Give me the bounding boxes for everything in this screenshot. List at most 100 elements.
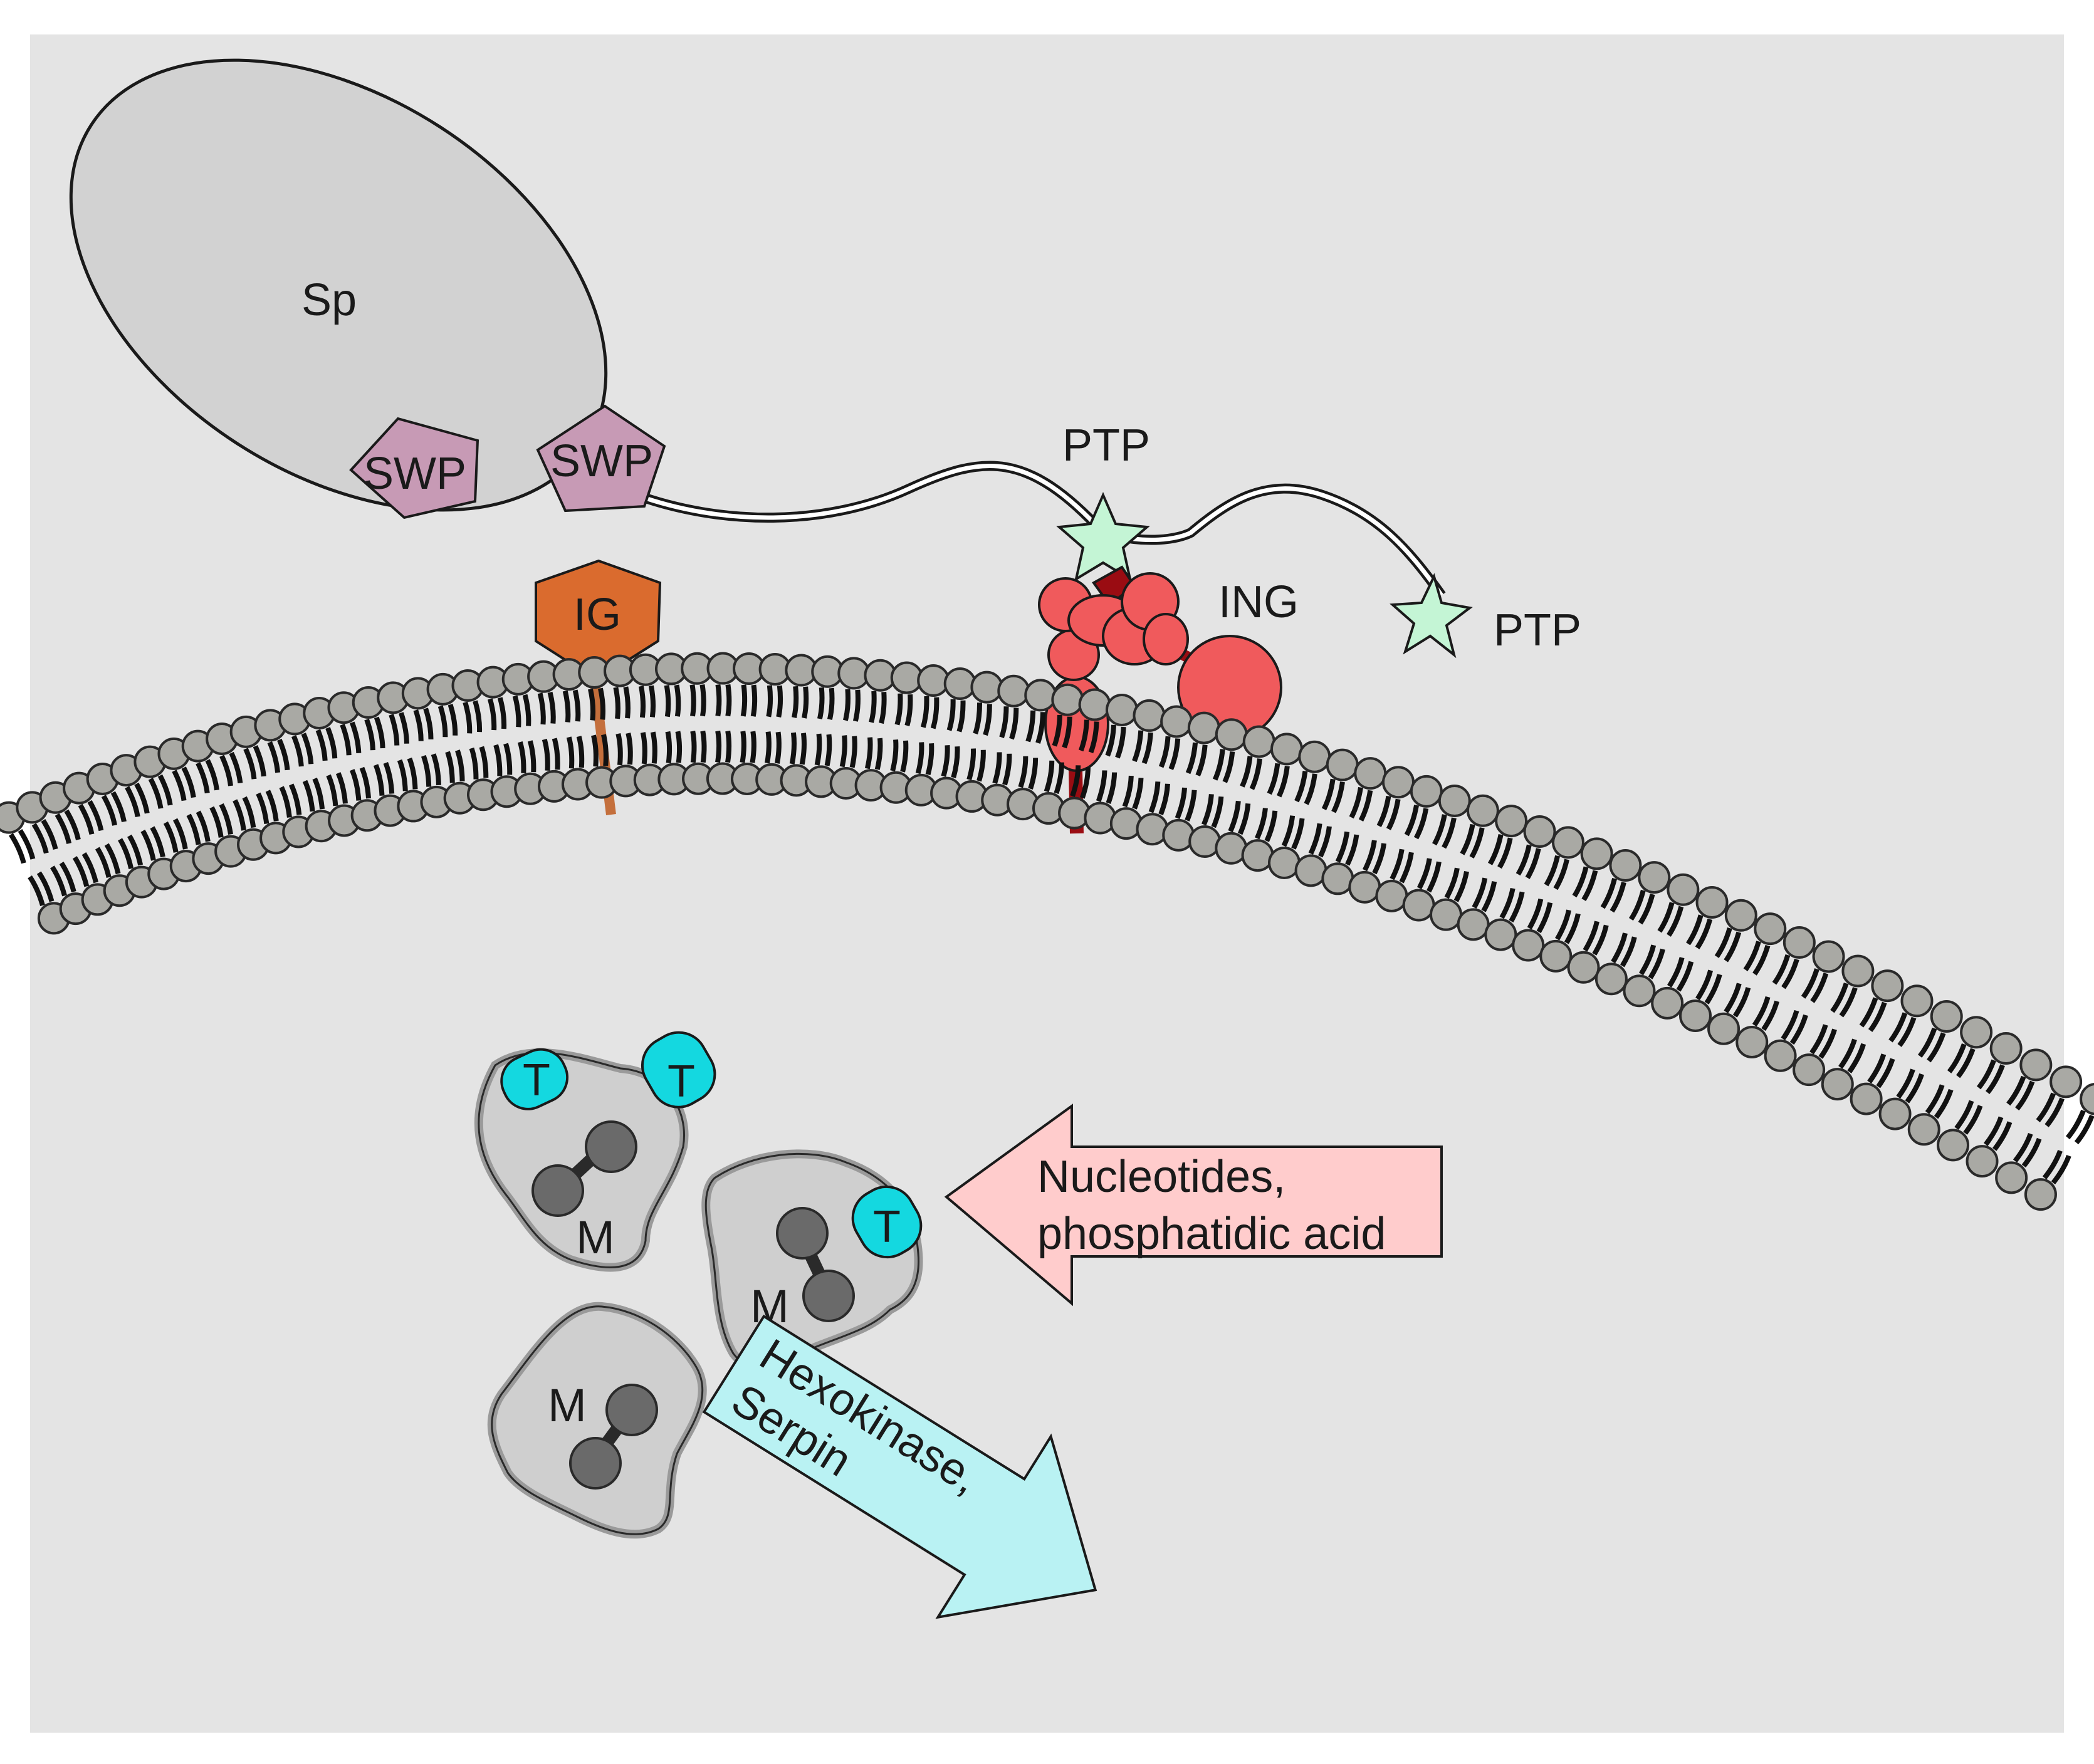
lipid-tail bbox=[1399, 852, 1414, 884]
lipid-tail bbox=[1667, 905, 1684, 937]
lipid-tail bbox=[335, 772, 348, 804]
lipid-head bbox=[1567, 951, 1600, 984]
lipid-head bbox=[1160, 705, 1193, 738]
lipid-tail bbox=[95, 847, 112, 878]
lipid-head bbox=[1930, 999, 1963, 1033]
lipid-tail bbox=[291, 735, 304, 767]
star-icon bbox=[1056, 491, 1150, 582]
lipid-tail bbox=[1695, 918, 1713, 949]
lipid-tail bbox=[31, 823, 49, 854]
lipid-tail bbox=[1240, 756, 1253, 788]
lipid-tail bbox=[1497, 837, 1513, 869]
lipid-tail bbox=[1453, 870, 1469, 902]
lipid-head bbox=[890, 661, 923, 694]
lipid-head bbox=[1466, 794, 1499, 827]
lipid-tail bbox=[78, 803, 95, 835]
lipid-tail bbox=[2044, 1097, 2065, 1127]
lipid-tail bbox=[674, 684, 681, 717]
lipid-tail bbox=[288, 783, 302, 815]
lipid-tail bbox=[1249, 758, 1262, 790]
lipid-head bbox=[1105, 693, 1138, 726]
lipid-tail bbox=[1331, 781, 1345, 813]
lipid-tail bbox=[1404, 805, 1419, 837]
lipid-tail bbox=[205, 759, 219, 791]
lipid-tail bbox=[350, 721, 362, 754]
lipid-tail bbox=[81, 852, 98, 884]
lipid-head bbox=[1268, 846, 1301, 879]
lipid-head bbox=[1215, 718, 1248, 751]
pentagon-icon bbox=[349, 417, 479, 519]
lipid-tail bbox=[9, 833, 26, 864]
lipid-tail bbox=[827, 687, 835, 720]
m-dot bbox=[531, 1164, 584, 1217]
lipid-tail bbox=[725, 684, 732, 717]
lipid-tail bbox=[148, 778, 164, 809]
t-label: T bbox=[523, 1055, 550, 1105]
m-dot bbox=[585, 1120, 637, 1173]
lipid-tail bbox=[941, 745, 950, 777]
lipid-tail bbox=[1318, 826, 1332, 858]
lipid-tail bbox=[839, 735, 847, 768]
lipid-tail bbox=[1789, 1014, 1808, 1045]
vesicle-1: T T M bbox=[474, 1031, 716, 1272]
lipid-tail bbox=[104, 843, 121, 875]
lipid-tail bbox=[1416, 858, 1432, 890]
lipid-tail bbox=[55, 813, 72, 844]
lipid-tail bbox=[172, 818, 188, 850]
lipid-tail bbox=[1963, 1105, 1983, 1135]
lipid-tail bbox=[127, 834, 144, 866]
lipid-tail bbox=[2021, 1137, 2042, 1168]
lipid-tail bbox=[946, 699, 956, 731]
lipid-tail bbox=[615, 733, 623, 766]
lipid-tail bbox=[639, 686, 646, 718]
lipid-tail bbox=[1469, 827, 1485, 859]
lipid-tail bbox=[879, 692, 887, 724]
lipid-tail bbox=[2036, 1092, 2056, 1123]
lipid-tail bbox=[36, 871, 55, 902]
lipid-tail bbox=[1801, 968, 1819, 999]
lipid-tail bbox=[817, 687, 825, 720]
lipid-head bbox=[1754, 912, 1787, 946]
lipid-tail bbox=[1321, 778, 1336, 810]
lipid-head bbox=[1187, 711, 1220, 744]
lipid-tail bbox=[890, 739, 899, 772]
inbound-arrow: Nucleotides, phosphatidic acid bbox=[944, 1104, 1443, 1307]
lipid-tail bbox=[1838, 1038, 1857, 1069]
lipid-head bbox=[1321, 862, 1354, 895]
lipid-head bbox=[1410, 775, 1443, 808]
lipid-head bbox=[1242, 725, 1275, 758]
lipid-tail bbox=[209, 806, 224, 838]
lipid-tail bbox=[1106, 772, 1118, 804]
lipid-tail bbox=[1704, 974, 1722, 1005]
lipid-head bbox=[1812, 940, 1845, 973]
lipid-tail bbox=[1525, 848, 1541, 879]
lipid-tail bbox=[1025, 710, 1036, 743]
lipid-tail bbox=[1088, 721, 1099, 754]
lipid-head bbox=[1298, 740, 1331, 773]
lipid-tail bbox=[664, 684, 671, 718]
lipid-head bbox=[1871, 969, 1904, 1003]
lipid-tail bbox=[1555, 909, 1571, 941]
lipid-tail bbox=[397, 759, 408, 791]
lipid-tail bbox=[1308, 823, 1322, 855]
lipid-tail bbox=[1002, 753, 1012, 786]
lipid-tail bbox=[423, 707, 434, 739]
lipid-tail bbox=[1201, 794, 1214, 826]
m-label: M bbox=[576, 1211, 615, 1263]
lipid-tail bbox=[1772, 954, 1791, 985]
lipid-head bbox=[1348, 870, 1381, 904]
lipid-tail bbox=[1918, 1027, 1937, 1058]
lipid-tail bbox=[172, 770, 187, 801]
lipid-head bbox=[1512, 929, 1545, 962]
lipid-head bbox=[2080, 1083, 2094, 1115]
lipid-tail bbox=[41, 819, 58, 850]
lipid-head bbox=[1539, 939, 1573, 973]
lipid-head bbox=[1764, 1039, 1797, 1072]
lipid-tail bbox=[399, 712, 409, 744]
lipid-tail bbox=[1847, 1043, 1866, 1073]
lipid-tail bbox=[750, 731, 756, 763]
lipid-tail bbox=[648, 685, 656, 718]
lipid-head bbox=[1638, 861, 1671, 894]
lipid-tail bbox=[598, 687, 606, 720]
